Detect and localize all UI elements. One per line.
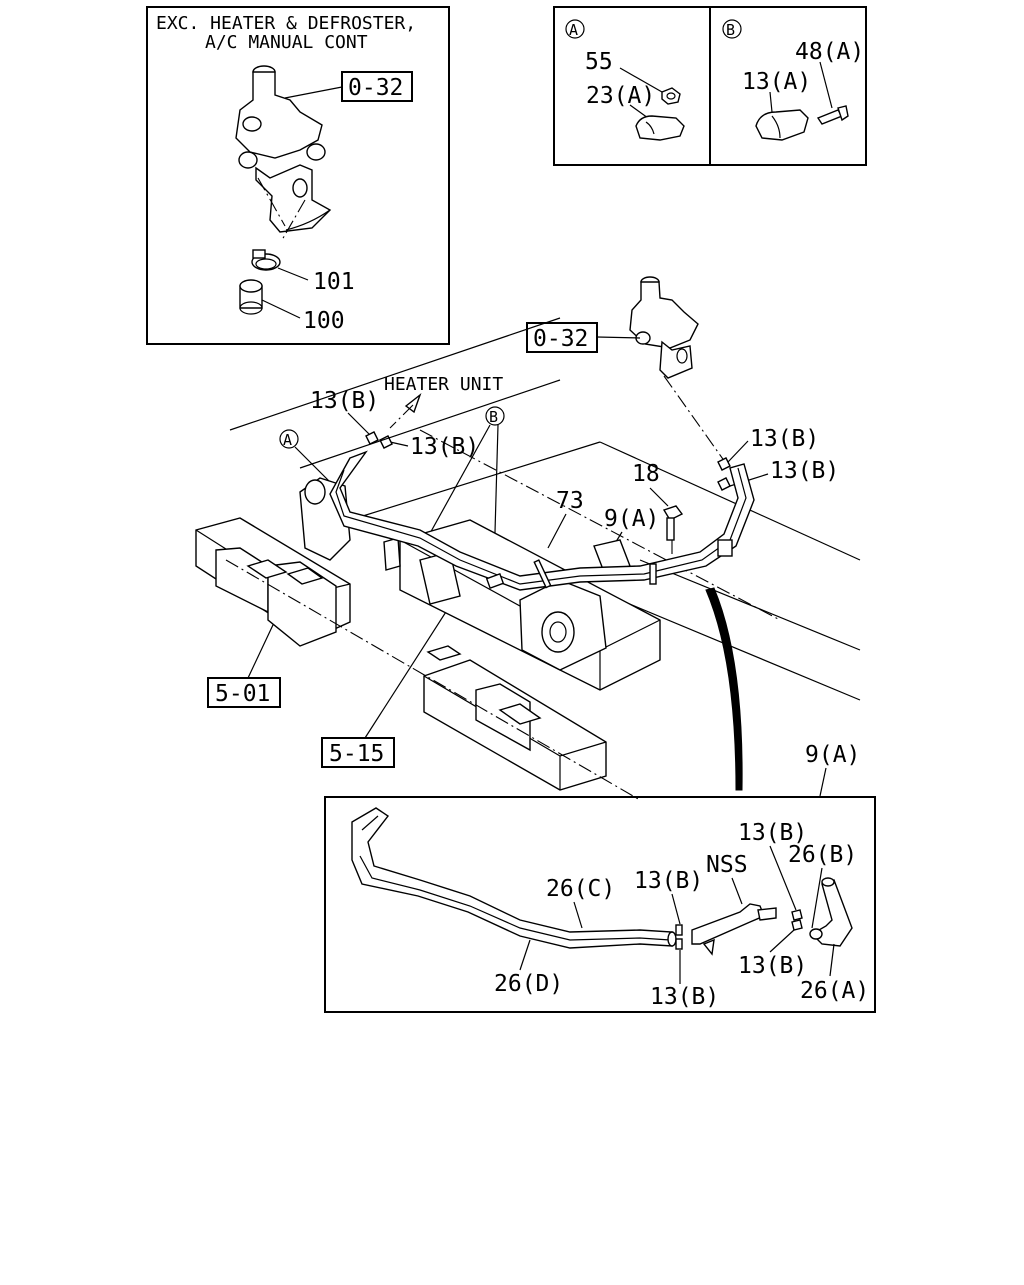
detail-a-label-55: 55 <box>585 49 613 75</box>
bolt-18 <box>662 505 684 541</box>
elbow-26a-26b <box>809 877 853 947</box>
label-13b-left-top: 13(B) <box>310 388 379 414</box>
clip-pair-right <box>791 909 803 931</box>
label-13b-right-top-inset: 13(B) <box>738 820 807 846</box>
water-outlet-main <box>629 276 699 379</box>
label-26b: 26(B) <box>788 842 857 868</box>
callout-100: 100 <box>303 308 345 334</box>
nss-bracket <box>691 903 777 956</box>
ref-label-5-15[interactable]: 5-15 <box>329 741 384 767</box>
pointer-arrow <box>705 587 743 791</box>
label-9a: 9(A) <box>604 506 659 532</box>
pipe-26c-26d <box>351 807 677 949</box>
water-outlet-drawing <box>235 65 332 233</box>
ref-box-5-01[interactable] <box>207 677 281 708</box>
detail-b-label-48a: 48(A) <box>795 39 864 65</box>
pipe-detail-inset: 9(A) 26(C) 26(D) 13(B) 13(B) NSS <box>324 742 876 1013</box>
clip-pair-center <box>675 924 683 950</box>
inset-header-line1: EXC. HEATER & DEFROSTER, <box>156 13 416 34</box>
circle-a-main-icon <box>279 429 299 449</box>
inset-header-line2: A/C MANUAL CONT <box>205 32 368 53</box>
clip-13a <box>755 109 809 141</box>
heater-unit-label: HEATER UNIT <box>384 374 503 395</box>
chassis-frame <box>195 317 861 801</box>
circle-b-main-letter: B <box>489 408 498 426</box>
label-nss: NSS <box>706 852 748 878</box>
nut-55 <box>661 87 681 105</box>
main-assembly: 0-32 HEATER UNIT 13(B) 13(B) A B 13(B) 1… <box>195 276 861 801</box>
inset-water-outlet: EXC. HEATER & DEFROSTER, A/C MANUAL CONT… <box>146 6 450 345</box>
bolt-48a <box>816 105 849 125</box>
circle-b-icon <box>722 19 742 39</box>
circle-a-icon <box>565 19 585 39</box>
detail-a-letter: A <box>569 21 578 39</box>
hose-clamp-101 <box>251 249 281 271</box>
label-13b-right-lower: 13(B) <box>770 458 839 484</box>
leader-line <box>284 86 343 99</box>
detail-boxes: A 55 23(A) B 48(A) 13(A) <box>553 6 867 166</box>
hose-100 <box>239 279 263 315</box>
label-13b-upper: 13(B) <box>634 868 703 894</box>
detail-b-label-13a: 13(A) <box>742 69 811 95</box>
circle-b-main-icon <box>485 406 505 426</box>
inset-frame <box>146 6 450 345</box>
ref-box-5-15[interactable] <box>321 737 395 768</box>
label-73: 73 <box>556 488 584 514</box>
label-26d: 26(D) <box>494 971 563 997</box>
label-13b-right-low-inset: 13(B) <box>738 953 807 979</box>
label-26a: 26(A) <box>800 978 869 1004</box>
ref-box-0-32-inset[interactable] <box>341 71 413 102</box>
label-13b-right-top: 13(B) <box>750 426 819 452</box>
heater-pipe <box>329 450 755 591</box>
circle-a-main-letter: A <box>283 431 292 449</box>
ref-label-0-32-inset[interactable]: 0-32 <box>348 75 403 101</box>
inset-title-9a: 9(A) <box>805 742 860 768</box>
clip-left-pair <box>365 431 393 449</box>
ref-label-0-32-main[interactable]: 0-32 <box>533 326 588 352</box>
detail-b-letter: B <box>726 21 735 39</box>
callout-101: 101 <box>313 269 355 295</box>
label-26c: 26(C) <box>546 876 615 902</box>
pipe-inset-frame <box>324 796 876 1013</box>
label-13b-lower: 13(B) <box>650 984 719 1010</box>
clip-23a <box>635 115 685 141</box>
label-18: 18 <box>632 461 660 487</box>
detail-a-label-23a: 23(A) <box>586 83 655 109</box>
clip-right-pair <box>717 457 731 491</box>
ref-label-5-01[interactable]: 5-01 <box>215 681 270 707</box>
